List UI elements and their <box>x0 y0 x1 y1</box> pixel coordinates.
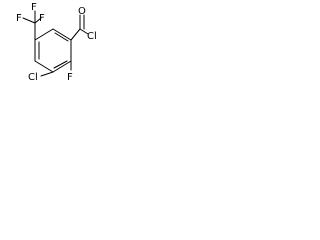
ring-double-bond-inner-1 <box>54 32 69 42</box>
ring-bond-c6-c1 <box>34 28 54 41</box>
ring-bond-c1-c2 <box>52 28 72 41</box>
ring-double-bond-inner-2 <box>53 60 68 69</box>
bond-ring-to-carbonyl <box>70 28 81 41</box>
bond-cf3-f-left <box>22 17 36 24</box>
atom-label-cl-ring: Cl <box>28 72 38 83</box>
ring-bond-c3-c4 <box>52 60 72 73</box>
atom-label-cl-acyl: Cl <box>87 31 97 42</box>
atom-label-f-ring: F <box>67 72 73 83</box>
atom-label-f-top: F <box>31 2 37 13</box>
chemical-structure: F F F O Cl Cl F <box>16 2 97 83</box>
ring-bond-c4-c5 <box>34 60 54 73</box>
bond-cf3-f-mid <box>34 17 42 24</box>
atom-label-o: O <box>78 6 86 17</box>
bond-ring-to-cl <box>40 71 54 77</box>
bond-carbonyl-cl <box>79 28 89 35</box>
atom-label-f-mid: F <box>39 13 45 24</box>
atom-label-f-left: F <box>16 13 22 24</box>
